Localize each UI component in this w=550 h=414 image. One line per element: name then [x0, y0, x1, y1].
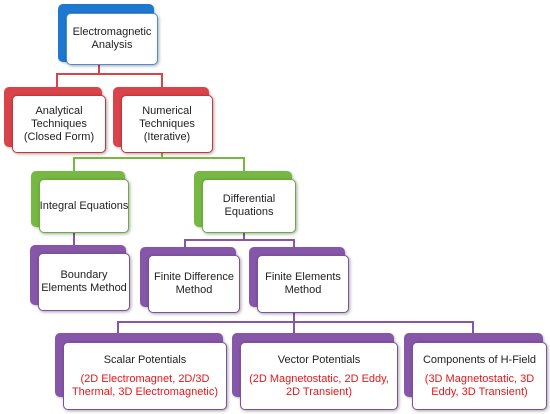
node-vector-potentials: Vector Potentials (2D Magnetostatic, 2D …	[232, 333, 398, 411]
node-title: Components of H-Field	[422, 353, 537, 366]
node-box: Electromagnetic Analysis	[66, 13, 158, 65]
node-text-line: Differential	[222, 193, 276, 205]
node-box: Scalar Potentials (2D Electromagnet, 2D/…	[63, 342, 227, 410]
node-text-line: Elements Method	[41, 282, 127, 294]
node-differential-equations: Differential Equations	[194, 171, 296, 239]
node-numerical-techniques: Numerical Techniques (Iterative)	[113, 87, 213, 159]
node-text-line: Integral Equations	[39, 199, 129, 212]
node-text-line: Techniques	[139, 117, 195, 130]
node-box: Boundary Elements Method	[38, 253, 130, 311]
node-detail-line: Eddy, 3D Transient)	[431, 385, 528, 398]
connector-numerical-to-integral	[73, 152, 163, 172]
node-detail-line: (2D Magnetostatic, 2D Eddy,	[249, 372, 389, 385]
node-title: Scalar Potentials	[103, 353, 187, 366]
node-detail-line: (3D Magnetostatic, 3D	[424, 372, 535, 385]
connector-differential-to-fd	[184, 232, 245, 248]
connector-root-to-numerical	[99, 73, 163, 88]
node-box: Integral Equations	[39, 179, 129, 233]
node-detail-line: Thermal, 3D Electromagnetic)	[71, 385, 219, 398]
node-box: Finite Difference Method	[148, 255, 240, 313]
node-scalar-potentials: Scalar Potentials (2D Electromagnet, 2D/…	[55, 333, 227, 411]
node-detail-line: (2D Electromagnet, 2D/3D	[80, 372, 210, 385]
node-title: Vector Potentials	[277, 353, 361, 366]
connector-fe-to-scalar	[117, 312, 295, 334]
node-finite-difference-method: Finite Difference Method	[140, 247, 240, 319]
node-finite-elements-method: Finite Elements Method	[249, 247, 349, 319]
node-text-line: Analysis	[91, 39, 133, 51]
node-box: Finite Elements Method	[257, 255, 349, 313]
node-text-line: Method	[175, 284, 213, 296]
node-text-line: Finite Difference	[154, 271, 234, 283]
node-analytical-techniques: Analytical Techniques (Closed Form)	[4, 87, 106, 159]
node-text-line: Finite Elements	[265, 271, 341, 283]
node-electromagnetic-analysis: Electromagnetic Analysis	[58, 4, 158, 72]
node-box: Numerical Techniques (Iterative)	[121, 95, 213, 153]
connector-numerical-to-differential	[162, 157, 245, 172]
node-text-line: Electromagnetic	[72, 26, 152, 38]
connector-fe-to-hfield	[294, 321, 474, 334]
connector-root-to-techniques	[56, 62, 100, 88]
node-text-line: Equations	[224, 206, 274, 218]
node-text-line: Boundary	[60, 269, 108, 281]
node-integral-equations: Integral Equations	[31, 171, 129, 239]
connector-differential-to-fe	[244, 239, 295, 248]
node-text-line: Analytical	[35, 104, 83, 117]
node-text-line: Techniques	[31, 117, 87, 130]
node-text-line: Method	[284, 284, 322, 296]
node-box: Vector Potentials (2D Magnetostatic, 2D …	[240, 342, 398, 410]
node-boundary-elements-method: Boundary Elements Method	[30, 245, 130, 317]
node-text-line: (Closed Form)	[23, 130, 95, 143]
node-components-of-h-field: Components of H-Field (3D Magnetostatic,…	[404, 333, 547, 411]
node-box: Analytical Techniques (Closed Form)	[12, 95, 106, 153]
node-detail-line: 2D Transient)	[285, 385, 353, 398]
node-box: Components of H-Field (3D Magnetostatic,…	[412, 342, 547, 410]
node-text-line: Numerical	[142, 104, 192, 117]
node-text-line: (Iterative)	[143, 130, 191, 143]
node-box: Differential Equations	[202, 179, 296, 233]
